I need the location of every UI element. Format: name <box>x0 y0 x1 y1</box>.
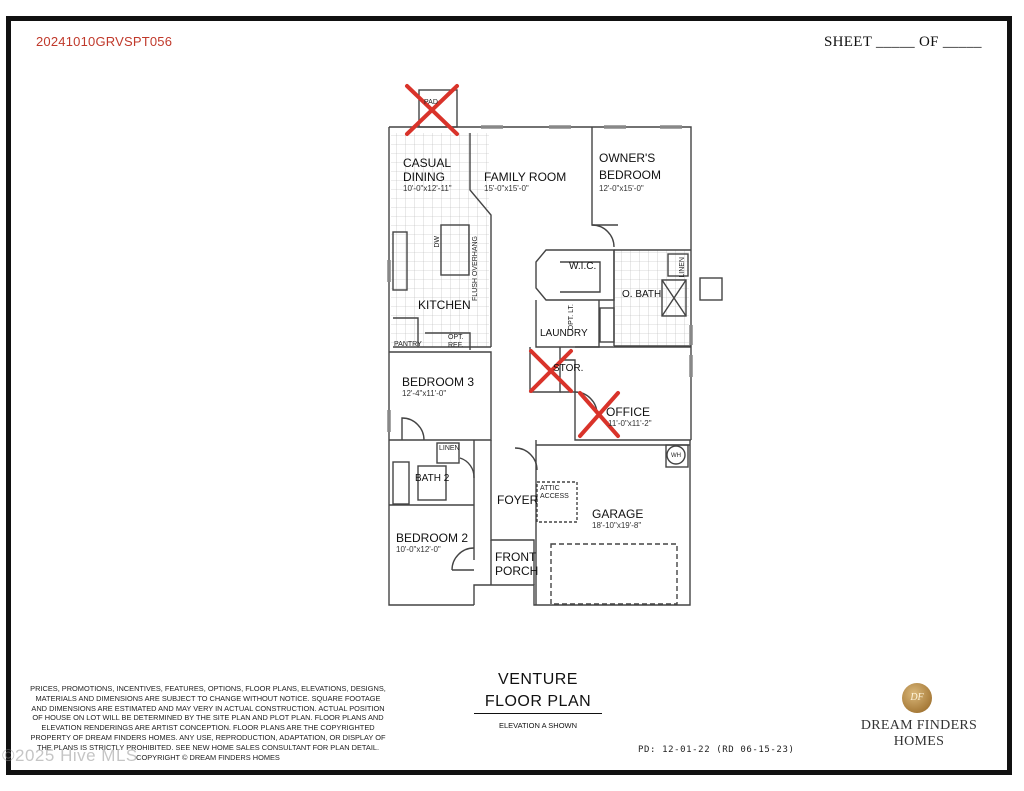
sheet-number: SHEET _____ OF _____ <box>824 34 982 50</box>
bedroom-2-dims: 10'-0"x12'-0" <box>396 545 441 554</box>
bedroom-3-label: BEDROOM 3 <box>402 375 475 389</box>
bath-tile-floor <box>615 250 689 346</box>
opt-ref-label-2: REF. <box>448 342 464 349</box>
elevation-note: ELEVATION A SHOWN <box>498 721 578 730</box>
cross-storage <box>529 349 573 393</box>
pantry-label: PANTRY <box>394 341 422 348</box>
plan-name: VENTURE <box>498 671 578 688</box>
cross-pad <box>405 84 459 136</box>
listing-code: 20241010GRVSPT056 <box>36 34 173 49</box>
water-heater-label: WH <box>671 453 681 459</box>
foyer-label: FOYER <box>497 493 539 507</box>
casual-dining-dims: 10'-0"x12'-11" <box>403 184 452 193</box>
linen-obath-label: LINEN <box>679 257 686 278</box>
linen-bath2-label: LINEN <box>439 445 460 452</box>
wic-label: W.I.C. <box>569 261 597 272</box>
bedroom-2-label: BEDROOM 2 <box>396 531 469 545</box>
office-label: OFFICE <box>606 405 650 419</box>
mls-watermark: ©2025 Hive MLS <box>2 746 138 765</box>
crossed-out-marks <box>405 84 620 438</box>
casual-dining-label-2: DINING <box>403 170 445 184</box>
owners-bedroom-label-2: BEDROOM <box>599 168 662 182</box>
kitchen-label: KITCHEN <box>418 298 471 312</box>
family-room-dims: 15'-0"x15'-0" <box>484 184 529 193</box>
plan-subtitle: FLOOR PLAN <box>474 693 602 714</box>
pad-outline <box>418 89 458 128</box>
cross-office <box>578 391 620 438</box>
plan-date: PD: 12-01-22 (RD 06-15-23) <box>638 745 795 755</box>
flush-overhang-label: FLUSH OVERHANG <box>472 236 479 301</box>
bath-2-label: BATH 2 <box>415 473 450 484</box>
front-porch-label-2: PORCH <box>495 564 539 578</box>
opt-ref-label-1: OPT. <box>448 334 464 341</box>
casual-dining-label-1: CASUAL <box>403 156 452 170</box>
storage-label: STOR. <box>553 363 584 374</box>
laundry-label: LAUNDRY <box>540 328 588 339</box>
owners-bedroom-label-1: OWNER'S <box>599 151 656 165</box>
brand-name-line-1: DREAM FINDERS <box>860 718 978 733</box>
garage-label: GARAGE <box>592 507 644 521</box>
legal-disclaimer: PRICES, PROMOTIONS, INCENTIVES, FEATURES… <box>30 684 386 762</box>
o-bath-label: O. BATH <box>622 289 662 300</box>
attic-access-label-1: ATTIC <box>540 485 560 492</box>
brand-name-line-2: HOMES <box>893 734 945 749</box>
front-porch-label-1: FRONT <box>495 550 537 564</box>
pad-label: PAD <box>424 99 438 106</box>
outer-wall-bottom <box>473 440 691 606</box>
dream-finders-seal-logo: DF <box>902 683 932 713</box>
outer-wall-left <box>388 127 474 606</box>
garage-dims: 18'-10"x19'-8" <box>592 521 642 530</box>
owners-bedroom-dims: 12'-0"x15'-0" <box>599 184 644 193</box>
attic-access-label-2: ACCESS <box>540 493 569 500</box>
drawing-frame <box>6 16 1012 775</box>
family-room-label: FAMILY ROOM <box>484 170 567 184</box>
dishwasher-label: DW <box>434 236 441 248</box>
office-dims: 11'-0"x11'-2" <box>608 419 652 428</box>
bedroom-3-dims: 12'-4"x11'-0" <box>402 389 447 398</box>
